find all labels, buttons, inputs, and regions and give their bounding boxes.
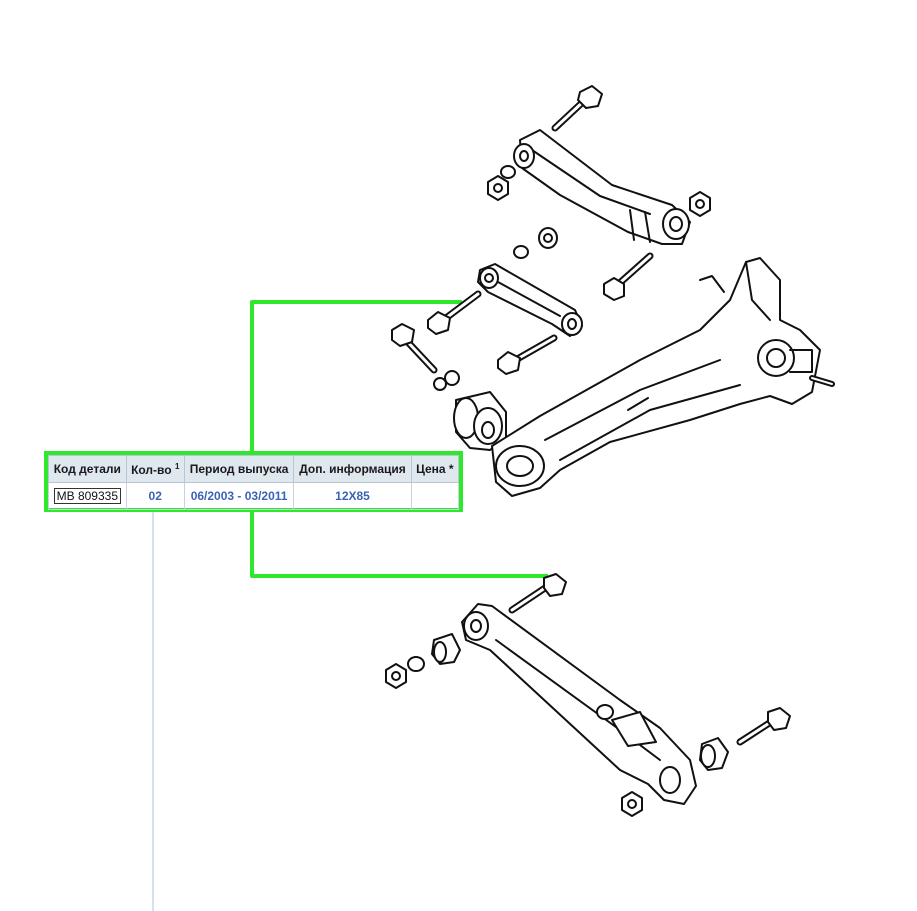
link-bolt-upper <box>427 290 482 335</box>
washer-pair <box>513 227 558 259</box>
callout-connector <box>250 300 548 578</box>
lower-nut-bottom <box>621 791 643 817</box>
header-part-code: Код детали <box>48 455 127 483</box>
lower-bolt-top <box>508 573 567 614</box>
link-bolt-right <box>603 252 654 301</box>
bushing-part <box>453 391 507 451</box>
part-code-cell[interactable]: MB 809335 <box>48 482 127 510</box>
part-code[interactable]: MB 809335 <box>53 488 121 504</box>
link-rod <box>477 263 583 337</box>
extra-info-cell: 12X85 <box>293 482 412 510</box>
price-cell <box>410 482 460 510</box>
upper-bolt <box>551 85 603 132</box>
parts-info-table: Код детали Кол-во 1 Период выпуска Доп. … <box>44 451 463 512</box>
long-bolt-left <box>391 323 460 391</box>
link-bolt-lower <box>497 334 558 375</box>
lower-control-arm <box>461 603 697 805</box>
lower-bolt-right <box>736 707 791 746</box>
quantity-footnote: 1 <box>174 461 180 471</box>
trailing-arm <box>491 257 835 497</box>
period-cell: 06/2003 - 03/2011 <box>183 482 295 510</box>
header-period: Период выпуска <box>183 455 295 483</box>
table-row: MB 809335 02 06/2003 - 03/2011 12X85 <box>48 482 460 510</box>
header-price: Цена * <box>410 455 460 483</box>
quantity-cell: 02 <box>125 482 185 510</box>
header-extra-info: Доп. информация <box>293 455 412 483</box>
header-quantity: Кол-во 1 <box>125 455 185 483</box>
lower-bushing-left <box>385 633 461 689</box>
upper-nut-left <box>487 165 516 201</box>
upper-control-arm <box>513 129 691 245</box>
lower-bushing-right <box>699 737 729 771</box>
header-quantity-label: Кол-во <box>131 462 172 477</box>
upper-nut-right <box>689 191 711 217</box>
